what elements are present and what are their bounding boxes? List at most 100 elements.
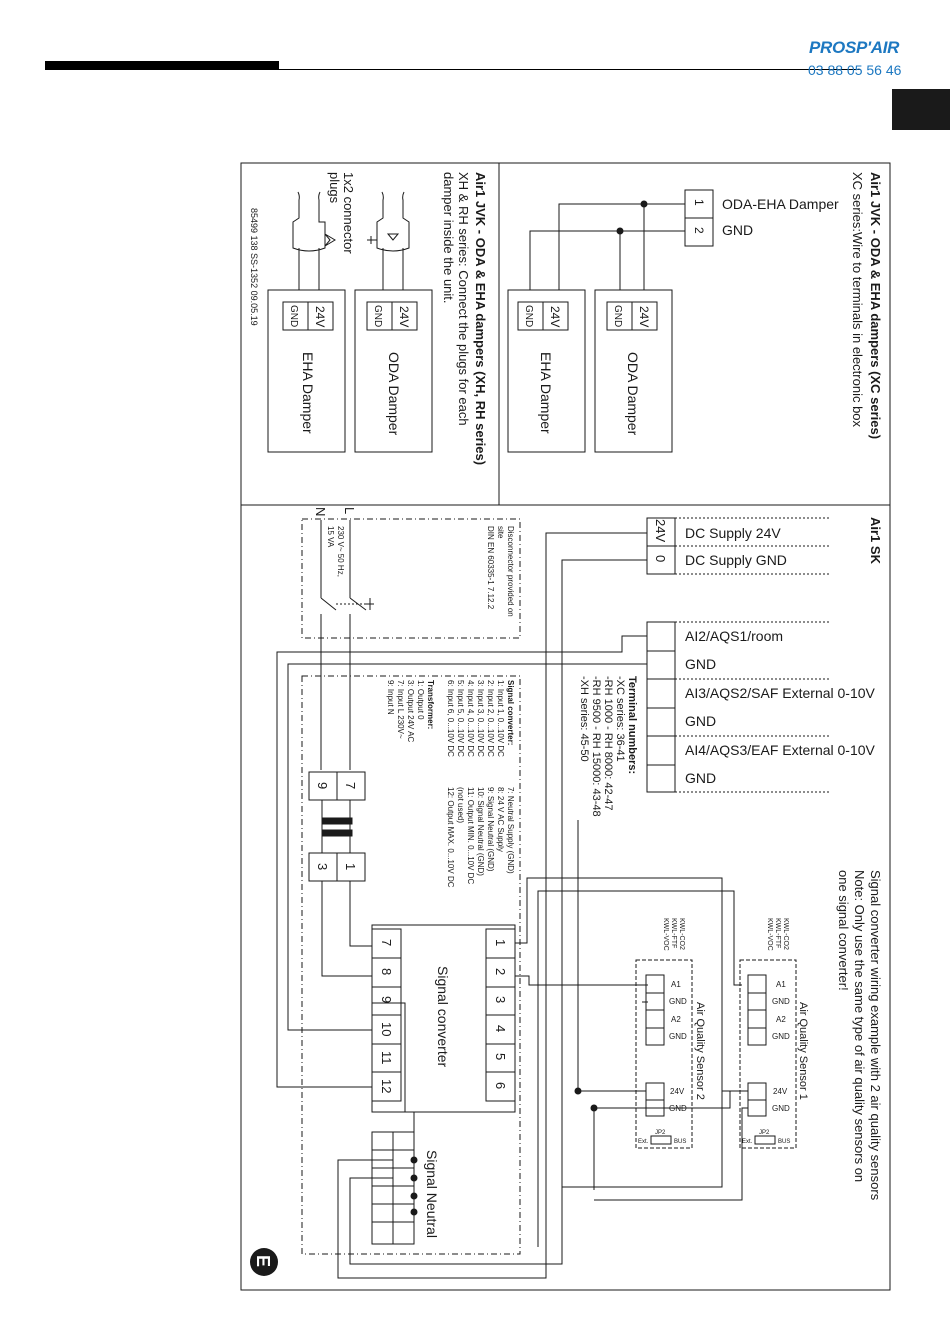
- xh-eha-label: EHA Damper: [300, 352, 316, 434]
- svg-text:KWL-VOC: KWL-VOC: [766, 918, 773, 951]
- xh-eha-pin-gnd: GND: [288, 305, 299, 327]
- sensor-1-text: Air Quality Sensor 1 KWL-CO2 KWL-FTF KWL…: [742, 918, 809, 1145]
- svg-text:KWL-CO2: KWL-CO2: [678, 918, 685, 950]
- terminal-2-num: 2: [692, 227, 706, 234]
- connector-label-2: plugs: [327, 172, 342, 204]
- svg-text:4: Input 4, 0...10V DC: 4: Input 4, 0...10V DC: [466, 680, 475, 757]
- header-rule: [45, 69, 860, 70]
- panel-sk: Air1 SK 24V 0 DC Supply 24V DC Supply GN…: [250, 507, 883, 1279]
- xh-oda-pin-24v: 24V: [397, 306, 411, 327]
- svg-text:A1: A1: [671, 980, 681, 989]
- air-quality-sensor-2: [635, 959, 693, 1149]
- panel-xc-title: Air1 JVK - ODA & EHA dampers (XC series): [868, 172, 883, 439]
- panel-xh-title: Air1 JVK - ODA & EHA dampers (XH, RH ser…: [473, 172, 488, 465]
- terminal-numbers-line: -XH series: 45-50: [578, 676, 590, 762]
- svg-text:GND: GND: [669, 1104, 687, 1113]
- svg-text:Ext.: Ext.: [742, 1139, 753, 1145]
- terminal-numbers-line: -RH 9500 - RH 15000: 43-48: [590, 676, 602, 817]
- svg-text:10: 10: [379, 1022, 394, 1036]
- terminal-numbers-line: -RH 1000 - RH 8000: 42-47: [602, 676, 614, 811]
- terminal-numbers-line: -XC series: 36-41: [614, 676, 626, 762]
- xc-oda-pin-24v: 24V: [637, 306, 651, 327]
- xc-oda-pin-gnd: GND: [612, 305, 623, 327]
- disconnector-line3: DIN EN 60335-1 7.12.2: [486, 526, 495, 610]
- supply-voltage-2: 15 VA: [326, 526, 335, 548]
- svg-text:12: Output MAX. 0...10V DC: 12: Output MAX. 0...10V DC: [446, 787, 455, 888]
- svg-text:A1: A1: [776, 980, 786, 989]
- svg-text:GND: GND: [772, 1104, 790, 1113]
- transformer-heading: Transformer:: [426, 680, 435, 729]
- svg-text:KWL-FTF: KWL-FTF: [670, 918, 677, 948]
- svg-text:9: Input N: 9: Input N: [386, 680, 395, 715]
- signal-converter-bottom-terminals: 7 8 9 10 11 12: [379, 939, 394, 1093]
- supply-voltage-1: 230 V~ 50 Hz,: [336, 526, 345, 577]
- label-L: L: [342, 507, 357, 514]
- junction-dot: [640, 200, 648, 208]
- xh-oda-label: ODA Damper: [386, 352, 402, 436]
- signal-neutral-block: [371, 1112, 418, 1245]
- signal-converter-legend-right: 7: Neutral Supply (GND) 8: 24 V AC Suppl…: [446, 787, 515, 888]
- svg-text:A2: A2: [776, 1015, 786, 1024]
- svg-text:7: 7: [379, 939, 394, 946]
- svg-text:5: 5: [493, 1053, 508, 1060]
- xc-eha-damper: [507, 289, 586, 453]
- wire-xc-gnd-eha: [529, 230, 685, 290]
- note-line-1: Signal converter wiring example with 2 a…: [868, 870, 883, 1201]
- svg-text:6: 6: [493, 1082, 508, 1089]
- xh-oda-damper: [354, 289, 433, 453]
- svg-text:3: Output 24V AC: 3: Output 24V AC: [406, 680, 415, 742]
- input-label-ai2: AI2/AQS1/room: [685, 628, 783, 644]
- connector-label-1: 1x2 connector: [341, 172, 356, 254]
- junction-dot: [616, 227, 624, 235]
- sensor-2-text: Air Quality Sensor 2 KWL-CO2 KWL-FTF KWL…: [638, 918, 706, 1145]
- svg-text:2: Input 2, 0...10V DC: 2: Input 2, 0...10V DC: [486, 680, 495, 757]
- signal-converter-legend-left: 1: Input 1, 0...10V DC 2: Input 2, 0...1…: [446, 680, 505, 757]
- svg-text:1: Output 0: 1: Output 0: [416, 680, 425, 720]
- panel-xh: Air1 JVK - ODA & EHA dampers (XH, RH ser…: [249, 172, 488, 465]
- svg-text:2: 2: [493, 968, 508, 975]
- input-label-ai4: AI4/AQS3/EAF External 0-10V: [685, 742, 876, 758]
- svg-text:11: Output MIN. 0...10V DC: 11: Output MIN. 0...10V DC: [466, 787, 475, 884]
- terminal-2-box: [684, 217, 714, 247]
- input-label-ai3: AI3/AQS2/SAF External 0-10V: [685, 685, 876, 701]
- note-line-3: one signal converter!: [836, 870, 851, 991]
- transformer-terminal-7: 7: [343, 782, 358, 789]
- transformer-terminal-1: 1: [343, 863, 358, 870]
- air-quality-sensor-1: [739, 959, 797, 1149]
- svg-text:10: Signal Neutral (GND): 10: Signal Neutral (GND): [476, 787, 485, 876]
- xc-eha-pin-24v: 24V: [548, 306, 562, 327]
- xc-oda-label: ODA Damper: [625, 352, 641, 436]
- svg-text:8: 8: [379, 968, 394, 975]
- transformer-legend: 1: Output 0 3: Output 24V AC 7: Input L …: [386, 680, 425, 742]
- signal-neutral-label: Signal Neutral: [424, 1150, 440, 1238]
- connector-plug-eha: [292, 191, 336, 290]
- svg-text:KWL-FTF: KWL-FTF: [774, 918, 781, 948]
- terminal-2-label: GND: [722, 222, 753, 238]
- terminal-1-num: 1: [692, 199, 706, 206]
- svg-text:5: Input 5, 0...10V DC: 5: Input 5, 0...10V DC: [456, 680, 465, 757]
- signal-converter: [371, 924, 516, 1113]
- phone-number: 03 88 05 56 46: [808, 62, 902, 78]
- svg-text:1: 1: [493, 939, 508, 946]
- svg-text:BUS: BUS: [674, 1139, 686, 1145]
- svg-text:KWL-VOC: KWL-VOC: [662, 918, 669, 951]
- input-terminal-block: [646, 621, 830, 793]
- panel-xc-subtitle: XC series:Wire to terminals in electroni…: [850, 172, 865, 428]
- svg-text:A2: A2: [671, 1015, 681, 1024]
- document-reference: 85499 138 SS-1352 09.05.19: [249, 208, 259, 326]
- connector-plug-oda: [367, 191, 410, 290]
- svg-text:7: Input L 230V~: 7: Input L 230V~: [396, 680, 405, 739]
- svg-text:24V: 24V: [670, 1087, 685, 1096]
- panel-sk-title: Air1 SK: [868, 517, 883, 565]
- svg-text:4: 4: [493, 1025, 508, 1032]
- label-N: N: [313, 507, 328, 516]
- input-label-gnd: GND: [685, 713, 716, 729]
- svg-text:3: 3: [493, 996, 508, 1003]
- terminal-1-label: ODA-EHA Damper: [722, 196, 839, 212]
- supply-label-24v: DC Supply 24V: [685, 525, 781, 541]
- wire-xc-24v-eha: [558, 203, 685, 290]
- svg-text:24V: 24V: [773, 1087, 788, 1096]
- header-bar: [45, 61, 279, 70]
- transformer-terminal-9: 9: [315, 782, 330, 789]
